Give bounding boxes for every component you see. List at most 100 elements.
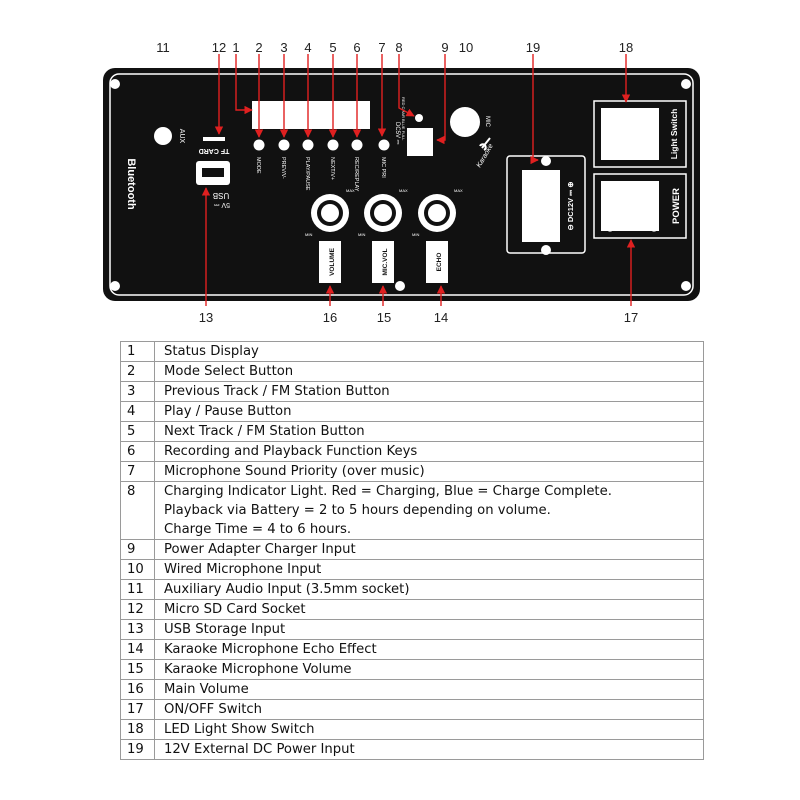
callout-line-1: [235, 54, 253, 115]
legend-description: Previous Track / FM Station Button: [154, 381, 704, 402]
legend-description: ON/OFF Switch: [154, 699, 704, 720]
legend-description-line: ON/OFF Switch: [164, 702, 263, 717]
dc12v-socket[interactable]: [522, 170, 560, 242]
legend-number: 16: [120, 679, 155, 700]
mic-priority-button[interactable]: [378, 139, 390, 151]
aux-socket[interactable]: [154, 127, 172, 145]
legend-description-line: Next Track / FM Station Button: [164, 424, 365, 439]
play-pause-button[interactable]: [302, 139, 314, 151]
play-pause-label: PLAY/PAUSE: [304, 157, 310, 191]
usb-rating-label: 5V ⎓: [214, 201, 231, 208]
light-switch-on-label: ON: [608, 150, 614, 158]
callout-5: 5: [329, 40, 336, 55]
callout-19: 19: [526, 40, 540, 55]
callout-line-19: [530, 54, 539, 165]
karaoke-mic-icon: [479, 137, 491, 151]
callout-1: 1: [232, 40, 239, 55]
legend-description-line: Wired Microphone Input: [164, 562, 322, 577]
legend-number: 18: [120, 719, 155, 740]
legend-number: 14: [120, 639, 155, 660]
callout-8: 8: [395, 40, 402, 55]
mic-volume-knob[interactable]: [364, 194, 402, 232]
power-off-label: OFF: [652, 222, 658, 232]
callout-16: 16: [323, 310, 337, 325]
mic-vol-label: MIC.VOL: [382, 248, 389, 275]
prev-button[interactable]: [278, 139, 290, 151]
callout-13: 13: [199, 310, 213, 325]
legend-description-line: Karaoke Microphone Volume: [164, 662, 352, 677]
echo-knob[interactable]: [418, 194, 456, 232]
next-label: NEXT/V+: [329, 157, 335, 180]
next-button[interactable]: [327, 139, 339, 151]
legend-description: Recording and Playback Function Keys: [154, 441, 704, 462]
echo-min-label: MIN: [412, 232, 419, 237]
legend-description: Mode Select Button: [154, 361, 704, 382]
legend-number: 13: [120, 619, 155, 640]
screw-hole: [110, 281, 120, 291]
mic-label: MIC: [484, 116, 490, 128]
callout-4: 4: [304, 40, 311, 55]
legend-description: LED Light Show Switch: [154, 719, 704, 740]
legend-description-line: Mode Select Button: [164, 364, 294, 379]
dc12v-bottom-hole: [541, 245, 551, 255]
charge-led-label: RED CHAR BLUE FULL: [401, 97, 406, 141]
callout-3: 3: [280, 40, 287, 55]
legend-number: 10: [120, 559, 155, 580]
legend-number: 6: [120, 441, 155, 462]
legend-number: 7: [120, 461, 155, 482]
callout-7: 7: [378, 40, 385, 55]
legend-description: Next Track / FM Station Button: [154, 421, 704, 442]
legend-row: 10 Wired Microphone Input: [120, 559, 704, 580]
tf-card-slot[interactable]: [203, 137, 225, 141]
legend-description: Status Display: [154, 341, 704, 362]
light-switch-rocker[interactable]: [601, 108, 659, 160]
legend-number: 17: [120, 699, 155, 720]
mic-jack[interactable]: [450, 107, 480, 137]
volume-knob[interactable]: [311, 194, 349, 232]
power-switch-rocker[interactable]: [601, 181, 659, 231]
dc12v-label: ⊖ DC12V ⎓ ⊕: [566, 181, 575, 231]
legend-number: 15: [120, 659, 155, 680]
volume-max-label: MAX: [346, 188, 355, 193]
legend-description-line: USB Storage Input: [164, 622, 286, 637]
light-switch-label: Light Switch: [669, 109, 679, 160]
power-label: POWER: [671, 188, 682, 224]
mode-button[interactable]: [253, 139, 265, 151]
legend-number: 1: [120, 341, 155, 362]
legend-description-line: Microphone Sound Priority (over music): [164, 464, 425, 479]
aux-label: AUX: [178, 129, 185, 144]
callout-17: 17: [624, 310, 638, 325]
legend-description-line: Previous Track / FM Station Button: [164, 384, 390, 399]
dc5v-charge-socket[interactable]: [407, 128, 433, 156]
screw-hole: [681, 281, 691, 291]
volume-min-label: MIN: [305, 232, 312, 237]
legend-description-line: Power Adapter Charger Input: [164, 542, 356, 557]
callout-6: 6: [353, 40, 360, 55]
legend-number: 5: [120, 421, 155, 442]
callout-lines: [201, 54, 636, 306]
callout-line-9: [436, 54, 446, 145]
legend-number: 8: [120, 481, 155, 540]
callout-12: 12: [212, 40, 226, 55]
light-switch-frame: [593, 100, 687, 168]
callout-14: 14: [434, 310, 448, 325]
legend-description: Karaoke Microphone Echo Effect: [154, 639, 704, 660]
legend-description: Play / Pause Button: [154, 401, 704, 422]
legend-description-line: Playback via Battery = 2 to 5 hours depe…: [164, 503, 551, 518]
volume-label: VOLUME: [329, 247, 336, 275]
legend-number: 9: [120, 539, 155, 560]
rec-replay-button[interactable]: [351, 139, 363, 151]
screw-hole: [110, 79, 120, 89]
callout-9: 9: [441, 40, 448, 55]
power-switch-frame: [593, 173, 687, 239]
legend-description: USB Storage Input: [154, 619, 704, 640]
echo-label-box: [426, 241, 448, 283]
